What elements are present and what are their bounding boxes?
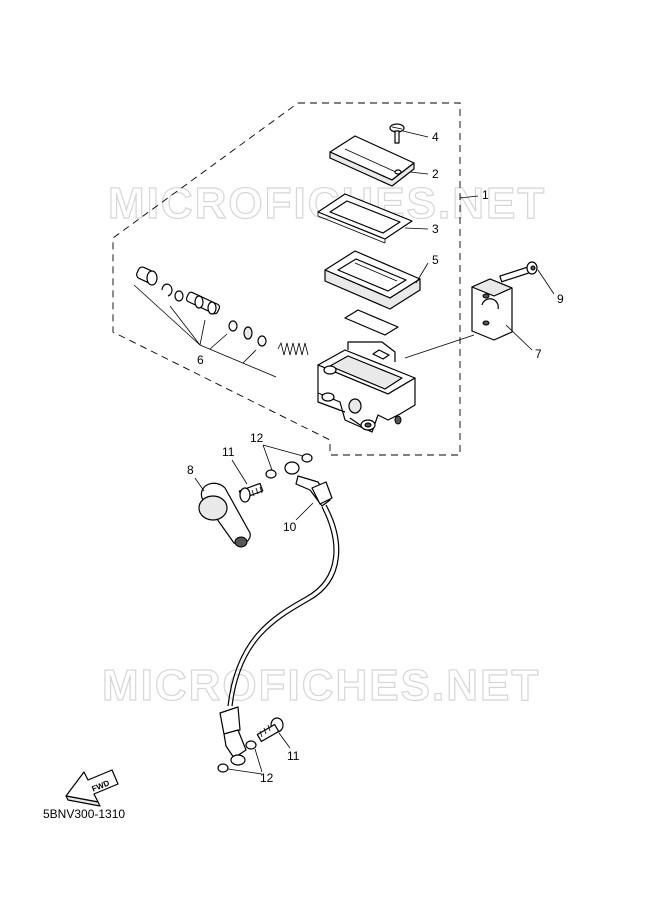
plate-icon xyxy=(317,193,413,244)
diagram-code: 5BNV300-1310 xyxy=(43,807,125,821)
callout-11-bottom: 11 xyxy=(287,749,300,763)
screw-icon xyxy=(389,123,405,144)
callout-8: 8 xyxy=(187,463,194,477)
bolt-icon xyxy=(499,261,538,283)
callout-7: 7 xyxy=(535,347,542,361)
gasket-icon xyxy=(265,453,313,479)
hose-icon xyxy=(219,461,340,766)
callout-4: 4 xyxy=(432,130,439,144)
watermark-top: MICROFICHES.NET xyxy=(108,179,546,228)
callout-5: 5 xyxy=(432,253,439,267)
gasket-icon-bottom xyxy=(217,740,257,773)
diaphragm-icon xyxy=(324,250,421,310)
callout-3: 3 xyxy=(432,222,439,236)
callout-10: 10 xyxy=(283,520,297,534)
watermark-bottom: MICROFICHES.NET xyxy=(102,661,540,710)
assembly-boundary xyxy=(112,102,461,456)
callout-9: 9 xyxy=(557,292,564,306)
reservoir-cap-icon xyxy=(329,135,415,187)
piston-kit-icon xyxy=(133,266,309,378)
callout-11-top: 11 xyxy=(222,445,235,459)
callout-12-bottom: 12 xyxy=(260,771,274,785)
boot-cover-icon xyxy=(198,482,251,548)
callout-6: 6 xyxy=(197,353,204,367)
callout-2: 2 xyxy=(432,167,439,181)
holder-icon xyxy=(471,278,513,341)
union-bolt-icon xyxy=(238,482,264,503)
union-bolt-icon-bottom xyxy=(256,717,284,743)
master-cylinder-body xyxy=(317,341,416,433)
holder-link-line xyxy=(404,334,475,359)
fwd-arrow-icon: FWD xyxy=(65,769,119,807)
seal-plate-icon xyxy=(344,309,399,336)
callout-12-top: 12 xyxy=(250,431,264,445)
callout-1: 1 xyxy=(482,188,489,202)
